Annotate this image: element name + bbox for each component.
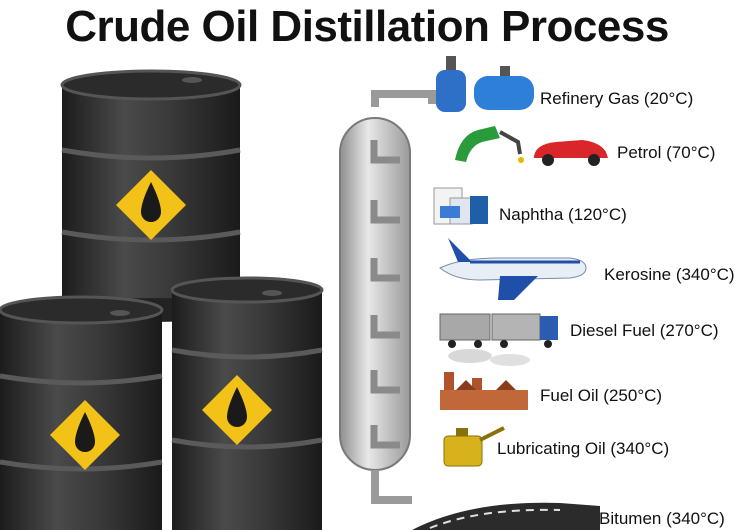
oil-drop-hazard-icon xyxy=(116,170,186,240)
product-label-kerosine: Kerosine (340°C) xyxy=(604,265,735,284)
product-label-naphtha: Naphtha (120°C) xyxy=(499,205,627,224)
product-label-bitumen: Bitumen (340°C) xyxy=(599,509,725,528)
chemical-bottles-icon xyxy=(433,187,488,225)
oil-barrel-bottom-right xyxy=(170,276,324,530)
product-label-diesel-fuel: Diesel Fuel (270°C) xyxy=(570,321,719,340)
fuel-nozzle-car-icon xyxy=(455,126,608,166)
oil-drop-hazard-icon xyxy=(50,400,120,470)
product-label-fuel-oil: Fuel Oil (250°C) xyxy=(540,386,663,405)
gas-cylinders-icon xyxy=(436,56,534,112)
distillation-column xyxy=(339,90,436,504)
product-label-lubricating-oil: Lubricating Oil (340°C) xyxy=(497,439,670,458)
distillation-illustration xyxy=(0,56,608,530)
product-label-refinery-gas: Refinery Gas (20°C) xyxy=(540,89,694,108)
oil-drop-hazard-icon xyxy=(202,375,272,445)
product-label-petrol: Petrol (70°C) xyxy=(617,143,716,162)
truck-icon xyxy=(439,313,558,348)
road-icon xyxy=(412,502,600,530)
diagram-title: Crude Oil Distillation Process xyxy=(65,2,669,51)
oil-can-icon xyxy=(443,426,505,467)
airplane-icon xyxy=(439,238,587,300)
factory-icon xyxy=(440,349,530,410)
